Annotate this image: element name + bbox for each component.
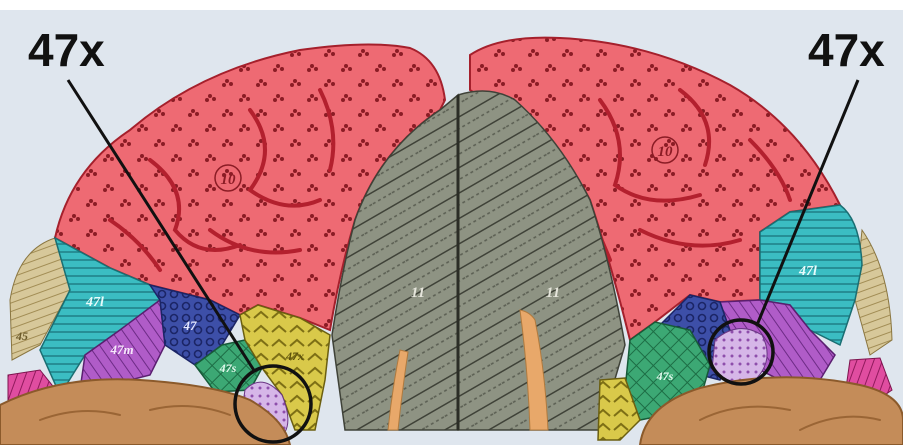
right-47x-label: 47x [808,27,885,73]
left-area-11-label: 11 [411,285,425,301]
left-area-10-label: 10 [221,172,237,188]
left-area-47-label: 47 [183,318,198,333]
left-area-47m-label: 47m [109,342,133,357]
left-yellow-area-label: 47x [285,349,304,363]
left-area-47s-label: 47s [219,361,237,375]
right-area-10-label: 10 [658,144,674,160]
left-47x-label: 47x [28,27,105,73]
right-area-11-label: 11 [546,285,560,301]
right-area-47l-label: 47l [798,264,817,279]
left-area-45-label: 45 [15,329,28,343]
left-area-47l-label: 47l [85,295,104,310]
right-area-47s-label: 47s [656,369,674,383]
top-border [0,0,903,10]
